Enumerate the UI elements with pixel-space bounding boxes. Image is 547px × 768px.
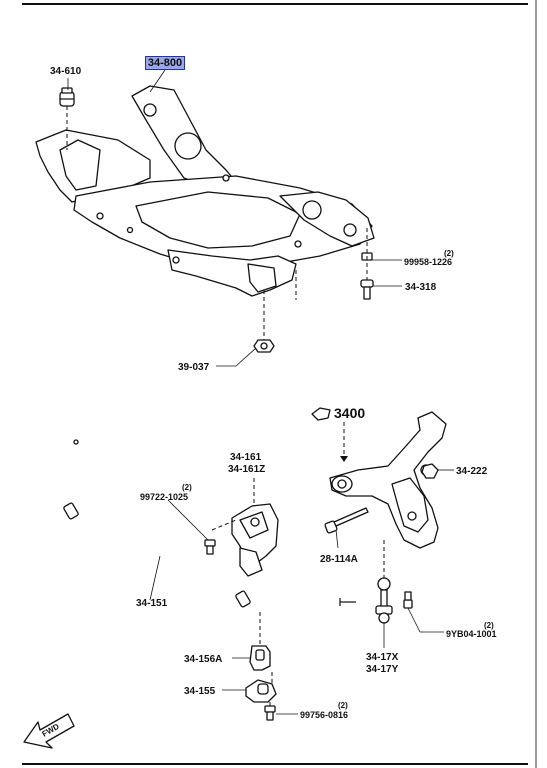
label-34-318: 34-318 (405, 282, 437, 293)
label-99958-1226: 99958-1226 (404, 257, 452, 267)
label-9yb04-qty: (2) (484, 621, 494, 630)
label-99722-1025: 99722-1025 (140, 492, 188, 502)
label-34-161z: 34-161Z (228, 464, 265, 475)
forward-arrow-icon (23, 713, 75, 749)
nut-9yb04-part[interactable] (403, 591, 413, 609)
label-34-800: 34-800 (147, 57, 183, 69)
bracket-34-161-part[interactable] (231, 503, 279, 577)
label-34-151: 34-151 (136, 598, 168, 609)
bolt-28-114a-part[interactable] (324, 507, 369, 534)
crossmember-callout[interactable]: 34-800 (145, 56, 185, 70)
clamp-34-155-part[interactable] (245, 679, 277, 703)
leader-lines (67, 69, 454, 715)
arm-assembly-icon (311, 407, 331, 421)
nut-39-037-part[interactable] (253, 339, 275, 353)
label-99722-qty: (2) (182, 483, 192, 492)
label-34-161: 34-161 (230, 452, 262, 463)
label-99756-0816: 99756-0816 (300, 710, 348, 720)
label-99958-qty: (2) (444, 249, 454, 258)
bolt-99722-part[interactable] (204, 539, 216, 555)
arm-guide-arrow (340, 456, 348, 462)
label-9yb04-1001: 9YB04-1001 (446, 629, 497, 639)
label-34-17x: 34-17X (366, 652, 399, 663)
control-arm-drawing[interactable] (329, 411, 447, 549)
stabilizer-bar-part[interactable] (50, 439, 375, 610)
label-34-156a: 34-156A (184, 654, 222, 665)
bolt-34-318-part[interactable] (360, 279, 374, 300)
label-39-037: 39-037 (178, 362, 210, 373)
label-34-155: 34-155 (184, 686, 216, 697)
label-34-610: 34-610 (50, 66, 82, 77)
bolt-99756-part[interactable] (264, 705, 276, 721)
bracket-guide-2 (211, 519, 237, 531)
nut-34-222-part[interactable] (421, 463, 439, 479)
label-99756-qty: (2) (338, 701, 348, 710)
label-28-114a: 28-114A (320, 554, 358, 565)
crossmember-drawing[interactable] (35, 85, 375, 297)
label-34-17y: 34-17Y (366, 664, 399, 675)
label-3400: 3400 (334, 405, 365, 421)
bushing-34-156a-part[interactable] (249, 645, 271, 671)
stabilizer-link-part[interactable] (375, 577, 393, 624)
mount-bushing-part[interactable] (59, 87, 75, 107)
label-34-222: 34-222 (456, 466, 488, 477)
